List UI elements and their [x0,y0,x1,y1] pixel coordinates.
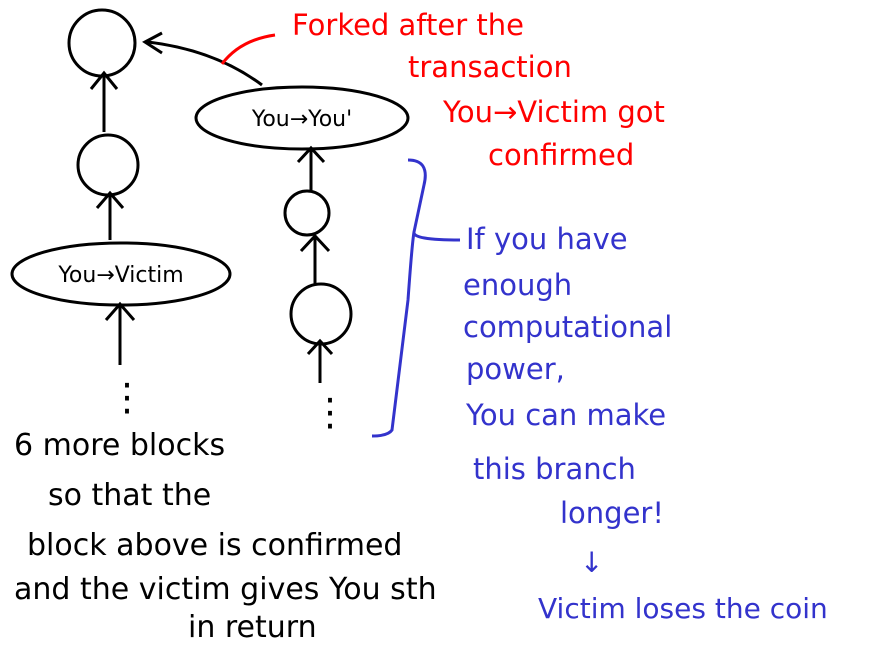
confirm-note-line-4: and the victim gives You sth [14,572,437,607]
power-note-line-5: You can make [466,398,667,432]
fork-chain-dots: ⋮ [311,390,349,434]
fork-transaction-label: You→You' [251,107,352,132]
fork-chain-block-upper [283,189,331,237]
branch-brace [371,158,461,438]
power-note-line-3: computational [463,310,673,344]
fork-note-line-1: Forked after the [292,8,524,42]
result-arrow: ↓ [580,546,604,579]
main-chain-block-middle [76,133,140,197]
confirm-note-line-1: 6 more blocks [14,428,226,463]
fork-note-line-3: You→Victim got [443,95,665,129]
fork-note-line-2: transaction [408,50,572,84]
power-note-line-7: longer! [560,496,664,530]
main-chain-arrowhead-3 [104,301,136,321]
victim-transaction-label: You→Victim [57,263,183,288]
fork-chain-arrowhead-1 [296,145,326,164]
power-note-line-1: If you have [466,222,628,256]
main-chain-arrowhead-2 [95,190,125,209]
fork-link [147,40,263,87]
power-note-line-4: power, [466,352,565,386]
main-chain-block-top [67,8,137,78]
main-chain-dots: ⋮ [108,375,146,419]
fork-note-line-4: confirmed [488,138,635,172]
fork-chain-block-lower [289,282,353,346]
fork-chain-arrowhead-2 [299,233,331,253]
fork-arrowhead [142,31,163,55]
confirm-note-line-5: in return [188,610,317,645]
power-note-line-6: this branch [473,452,636,486]
fork-note-connector [220,33,276,65]
power-note-line-2: enough [463,268,573,302]
confirm-note-line-2: so that the [48,478,212,513]
fork-transaction-block [194,85,410,151]
main-chain-arrowhead-1 [89,70,119,90]
result-text: Victim loses the coin [538,592,828,625]
fork-chain-arrowhead-3 [306,338,334,356]
confirm-note-line-3: block above is confirmed [27,528,403,563]
